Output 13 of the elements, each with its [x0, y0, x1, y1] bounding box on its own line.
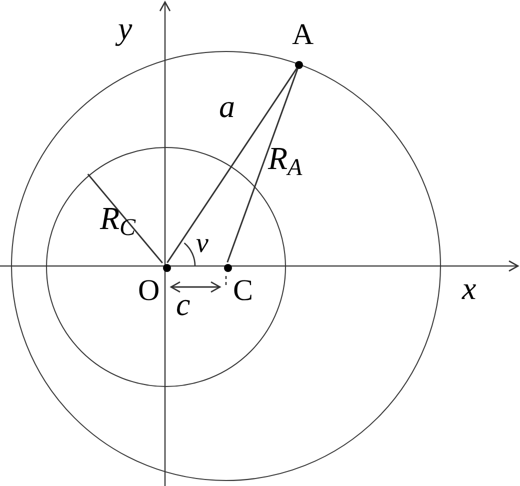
edge-label: R$_{C}$ [100, 202, 136, 234]
line-segment [226, 68, 298, 262]
line-segment [166, 68, 298, 264]
point-label: C [233, 276, 254, 306]
point-label: A [292, 20, 314, 50]
line-segment [87, 174, 163, 264]
edge-label: c [176, 288, 190, 320]
point-label: O [138, 276, 160, 306]
edge-label: R$_{A}$ [268, 142, 302, 174]
axis-label: x [462, 272, 476, 304]
edge-label: a [219, 90, 235, 122]
line-segment [170, 281, 221, 293]
angle-label: v [196, 230, 208, 258]
